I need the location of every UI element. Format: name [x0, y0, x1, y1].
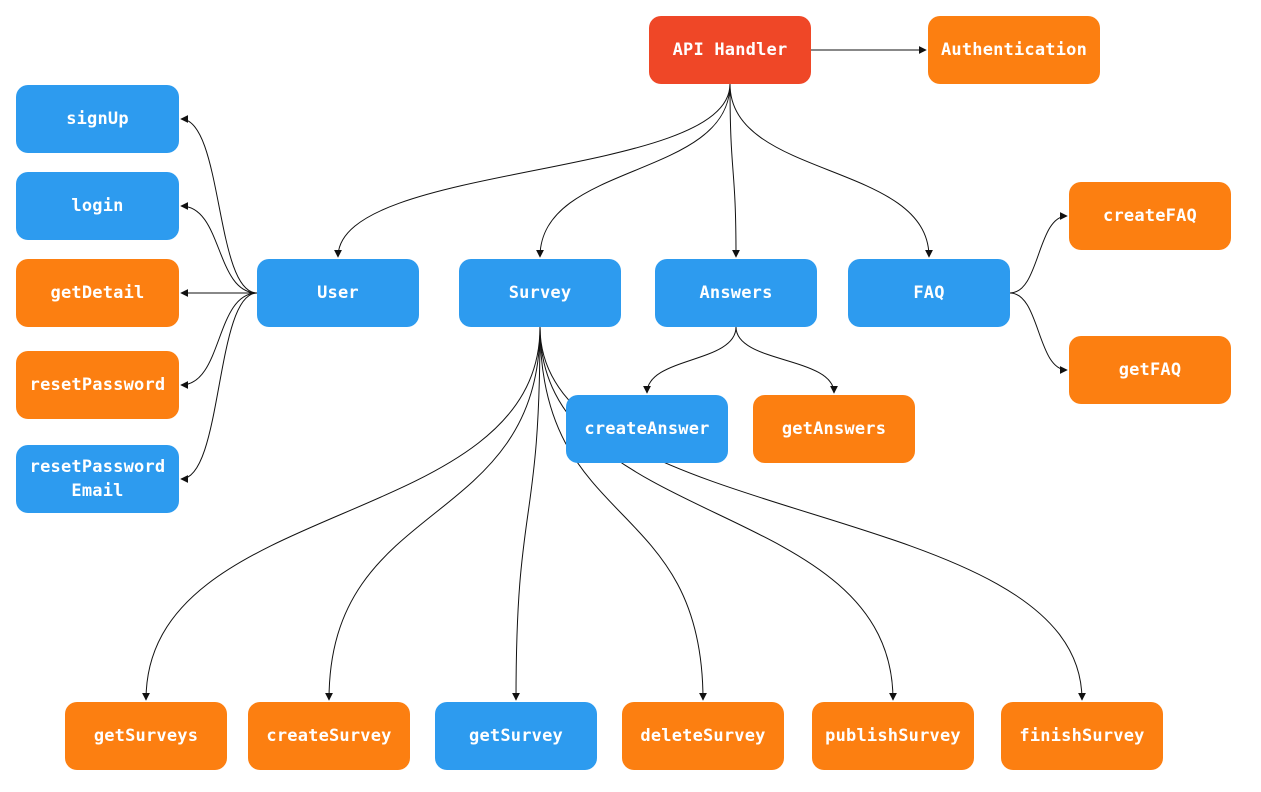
create-answer-node: createAnswer — [566, 395, 728, 463]
create-faq-node: createFAQ — [1069, 182, 1231, 250]
edge-user-to-signup — [180, 115, 258, 294]
faq-node: FAQ — [848, 259, 1010, 327]
authentication-node: Authentication — [928, 16, 1100, 84]
get-survey-node: getSurvey — [435, 702, 597, 770]
edge-user-to-resetpwemail — [180, 292, 258, 483]
edge-user-to-resetpw — [180, 292, 258, 389]
edge-survey-to-deletesurvey — [539, 326, 707, 701]
reset-password-node: resetPassword — [16, 351, 179, 419]
edge-answers-to-getanswers — [735, 326, 838, 394]
create-survey-node: createSurvey — [248, 702, 410, 770]
answers-node: Answers — [655, 259, 817, 327]
reset-password-email-node: resetPassword Email — [16, 445, 179, 513]
edge-survey-to-getsurvey — [512, 326, 541, 701]
edge-survey-to-createsurvey — [325, 326, 541, 701]
finish-survey-node: finishSurvey — [1001, 702, 1163, 770]
user-node: User — [257, 259, 419, 327]
edge-api-to-faq — [729, 83, 933, 258]
signup-node: signUp — [16, 85, 179, 153]
edge-user-to-login — [180, 202, 258, 294]
get-detail-node: getDetail — [16, 259, 179, 327]
survey-node: Survey — [459, 259, 621, 327]
edge-faq-to-createfaq — [1009, 212, 1068, 294]
edge-api-to-answers — [729, 83, 740, 258]
edge-survey-to-publishsurvey — [539, 326, 897, 701]
api-handler-node: API Handler — [649, 16, 811, 84]
edge-api-to-survey — [536, 83, 731, 258]
get-answers-node: getAnswers — [753, 395, 915, 463]
delete-survey-node: deleteSurvey — [622, 702, 784, 770]
publish-survey-node: publishSurvey — [812, 702, 974, 770]
edge-survey-to-getsurveys — [142, 326, 541, 701]
get-surveys-node: getSurveys — [65, 702, 227, 770]
edge-answers-to-createanswer — [643, 326, 737, 394]
edge-api-to-user — [334, 83, 731, 258]
login-node: login — [16, 172, 179, 240]
edge-faq-to-getfaq — [1009, 292, 1068, 374]
get-faq-node: getFAQ — [1069, 336, 1231, 404]
